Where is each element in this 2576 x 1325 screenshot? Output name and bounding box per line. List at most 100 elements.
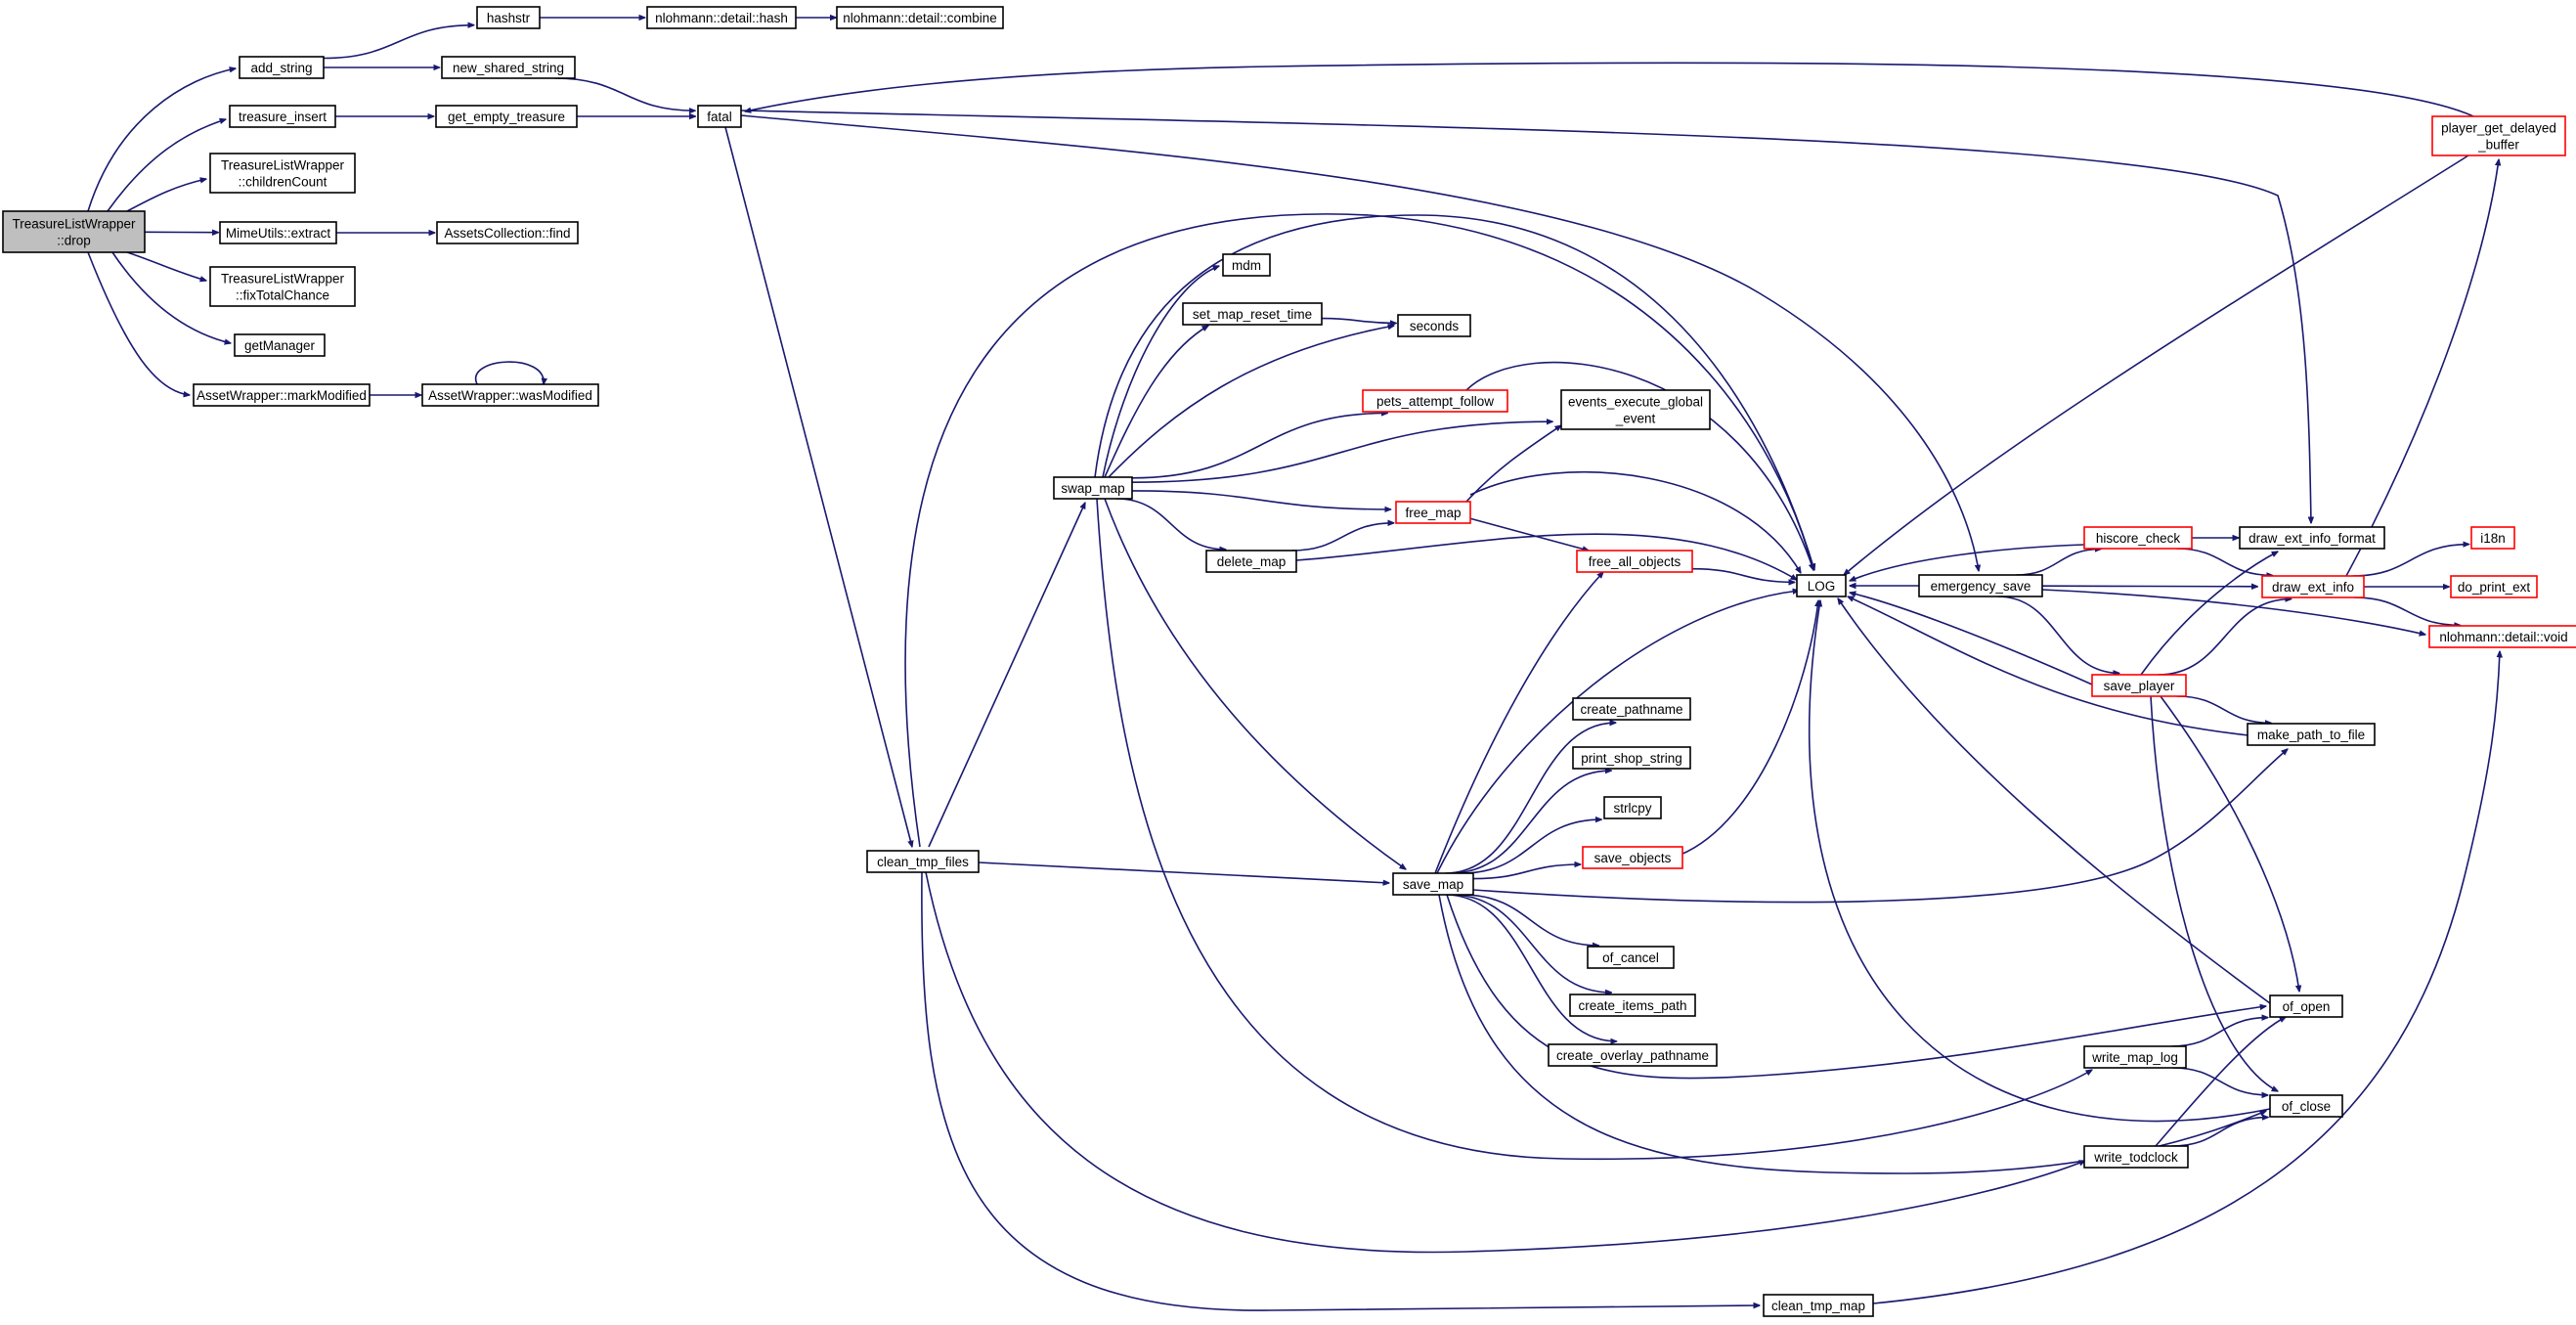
node-box-events_execute_global_event[interactable] xyxy=(1560,389,1711,430)
node-emergency_save[interactable]: emergency_save xyxy=(1918,574,2043,597)
node-mdm[interactable]: mdm xyxy=(1222,253,1271,277)
node-fixTotalChance[interactable]: TreasureListWrapper::fixTotalChance xyxy=(209,266,356,307)
node-box-do_print_ext[interactable] xyxy=(2450,575,2538,598)
node-box-write_map_log[interactable] xyxy=(2083,1045,2187,1069)
node-write_map_log[interactable]: write_map_log xyxy=(2083,1045,2187,1069)
node-box-delete_map[interactable] xyxy=(1205,550,1297,573)
node-box-add_string[interactable] xyxy=(239,56,325,79)
node-box-of_close[interactable] xyxy=(2269,1094,2343,1118)
node-clean_tmp_files[interactable]: clean_tmp_files xyxy=(866,850,980,873)
node-save_objects[interactable]: save_objects xyxy=(1582,846,1683,869)
node-box-hashstr[interactable] xyxy=(476,6,541,29)
node-fatal[interactable]: fatal xyxy=(697,105,742,128)
node-find[interactable]: AssetsCollection::find xyxy=(436,221,579,244)
node-box-player_get_delayed_buffer[interactable] xyxy=(2431,115,2566,156)
node-hashstr[interactable]: hashstr xyxy=(476,6,541,29)
node-box-draw_ext_info[interactable] xyxy=(2261,575,2365,598)
node-save_map[interactable]: save_map xyxy=(1392,872,1474,896)
node-box-create_pathname[interactable] xyxy=(1572,697,1691,721)
node-getManager[interactable]: getManager xyxy=(234,333,326,357)
node-box-save_map[interactable] xyxy=(1392,872,1474,896)
node-nhash[interactable]: nlohmann::detail::hash xyxy=(646,6,797,29)
node-box-fixTotalChance[interactable] xyxy=(209,266,356,307)
node-i18n[interactable]: i18n xyxy=(2470,526,2515,550)
node-box-draw_ext_info_format[interactable] xyxy=(2239,526,2385,550)
node-box-free_all_objects[interactable] xyxy=(1576,550,1693,573)
node-of_open[interactable]: of_open xyxy=(2269,994,2343,1018)
node-of_cancel[interactable]: of_cancel xyxy=(1587,946,1675,969)
node-box-find[interactable] xyxy=(436,221,579,244)
node-draw_ext_info[interactable]: draw_ext_info xyxy=(2261,575,2365,598)
node-treasure_insert[interactable]: treasure_insert xyxy=(229,105,336,128)
node-box-save_objects[interactable] xyxy=(1582,846,1683,869)
node-box-create_items_path[interactable] xyxy=(1569,994,1696,1017)
node-box-create_overlay_pathname[interactable] xyxy=(1548,1043,1718,1067)
node-swap_map[interactable]: swap_map xyxy=(1053,476,1133,500)
node-childrenCount[interactable]: TreasureListWrapper::childrenCount xyxy=(209,153,356,194)
node-create_overlay_pathname[interactable]: create_overlay_pathname xyxy=(1548,1043,1718,1067)
node-box-swap_map[interactable] xyxy=(1053,476,1133,500)
node-drop[interactable]: TreasureListWrapper::drop xyxy=(2,210,146,253)
node-add_string[interactable]: add_string xyxy=(239,56,325,79)
node-box-drop[interactable] xyxy=(2,210,146,253)
node-box-mdm[interactable] xyxy=(1222,253,1271,277)
node-box-hiscore_check[interactable] xyxy=(2083,526,2193,550)
node-box-getManager[interactable] xyxy=(234,333,326,357)
node-box-emergency_save[interactable] xyxy=(1918,574,2043,597)
node-box-of_open[interactable] xyxy=(2269,994,2343,1018)
node-box-write_todclock[interactable] xyxy=(2083,1145,2189,1169)
node-box-strlcpy[interactable] xyxy=(1603,796,1662,819)
node-write_todclock[interactable]: write_todclock xyxy=(2083,1145,2189,1169)
node-box-make_path_to_file[interactable] xyxy=(2247,723,2376,746)
node-box-save_player[interactable] xyxy=(2091,674,2187,697)
node-LOG[interactable]: LOG xyxy=(1796,574,1847,597)
node-box-set_map_reset_time[interactable] xyxy=(1182,302,1323,326)
node-box-markModified[interactable] xyxy=(193,383,371,407)
node-markModified[interactable]: AssetWrapper::markModified xyxy=(193,383,371,407)
node-box-get_empty_treasure[interactable] xyxy=(435,105,578,128)
node-combine[interactable]: nlohmann::detail::combine xyxy=(836,6,1004,29)
node-box-treasure_insert[interactable] xyxy=(229,105,336,128)
node-box-fatal[interactable] xyxy=(697,105,742,128)
node-box-nhash[interactable] xyxy=(646,6,797,29)
node-box-wasModified[interactable] xyxy=(421,383,599,407)
node-clean_tmp_map[interactable]: clean_tmp_map xyxy=(1763,1294,1874,1317)
node-delete_map[interactable]: delete_map xyxy=(1205,550,1297,573)
node-make_path_to_file[interactable]: make_path_to_file xyxy=(2247,723,2376,746)
node-box-combine[interactable] xyxy=(836,6,1004,29)
node-player_get_delayed_buffer[interactable]: player_get_delayed_buffer xyxy=(2431,115,2566,156)
node-box-i18n[interactable] xyxy=(2470,526,2515,550)
node-box-childrenCount[interactable] xyxy=(209,153,356,194)
node-box-free_map[interactable] xyxy=(1395,501,1471,524)
node-extract[interactable]: MimeUtils::extract xyxy=(219,221,337,244)
node-of_close[interactable]: of_close xyxy=(2269,1094,2343,1118)
node-box-new_shared_string[interactable] xyxy=(441,56,576,79)
node-box-LOG[interactable] xyxy=(1796,574,1847,597)
node-free_all_objects[interactable]: free_all_objects xyxy=(1576,550,1693,573)
node-strlcpy[interactable]: strlcpy xyxy=(1603,796,1662,819)
node-box-print_shop_string[interactable] xyxy=(1572,746,1691,770)
node-draw_ext_info_format[interactable]: draw_ext_info_format xyxy=(2239,526,2385,550)
node-set_map_reset_time[interactable]: set_map_reset_time xyxy=(1182,302,1323,326)
node-new_shared_string[interactable]: new_shared_string xyxy=(441,56,576,79)
node-box-nvoid[interactable] xyxy=(2428,625,2576,648)
node-box-extract[interactable] xyxy=(219,221,337,244)
node-free_map[interactable]: free_map xyxy=(1395,501,1471,524)
node-pets_attempt_follow[interactable]: pets_attempt_follow xyxy=(1362,389,1508,413)
node-wasModified[interactable]: AssetWrapper::wasModified xyxy=(421,383,599,407)
node-do_print_ext[interactable]: do_print_ext xyxy=(2450,575,2538,598)
node-hiscore_check[interactable]: hiscore_check xyxy=(2083,526,2193,550)
node-create_items_path[interactable]: create_items_path xyxy=(1569,994,1696,1017)
node-box-clean_tmp_map[interactable] xyxy=(1763,1294,1874,1317)
node-nvoid[interactable]: nlohmann::detail::void xyxy=(2428,625,2576,648)
node-seconds[interactable]: seconds xyxy=(1397,314,1471,337)
node-box-of_cancel[interactable] xyxy=(1587,946,1675,969)
node-box-clean_tmp_files[interactable] xyxy=(866,850,980,873)
node-get_empty_treasure[interactable]: get_empty_treasure xyxy=(435,105,578,128)
node-save_player[interactable]: save_player xyxy=(2091,674,2187,697)
node-print_shop_string[interactable]: print_shop_string xyxy=(1572,746,1691,770)
node-box-pets_attempt_follow[interactable] xyxy=(1362,389,1508,413)
node-box-seconds[interactable] xyxy=(1397,314,1471,337)
node-events_execute_global_event[interactable]: events_execute_global_event xyxy=(1560,389,1711,430)
node-create_pathname[interactable]: create_pathname xyxy=(1572,697,1691,721)
